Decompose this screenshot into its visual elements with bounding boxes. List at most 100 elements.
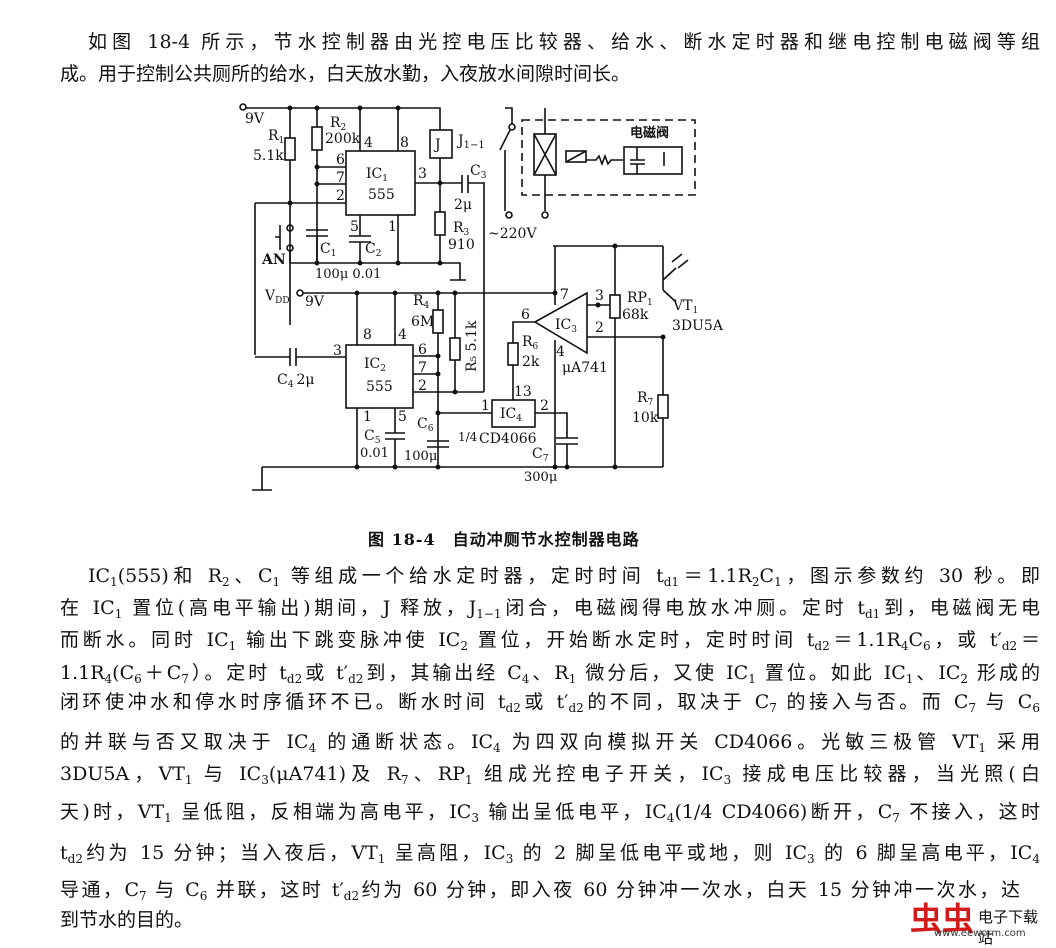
label-r7: R7 [637,390,654,408]
subscript: d2 [348,672,364,686]
label-ic1: IC1 [366,166,388,184]
label-c2: C2 [365,241,381,259]
subscript: 4 [900,639,909,653]
text-segment: 置位。如此 IC [755,662,906,684]
pin-label: 3 [595,288,604,304]
text-segment: C [759,565,775,587]
text-segment: 的通断状态。IC [316,731,493,753]
subscript: 1 [164,811,172,825]
text-line: td2约为 15 分钟；当入夜后，VT1 呈高阻，IC3 的 2 脚呈低电平或地… [60,841,1040,865]
pin-label: 2 [595,320,604,336]
label-valve: 电磁阀 [630,125,669,141]
pin-label: 3 [418,166,427,182]
subscript: 1−1 [476,607,502,621]
pin-label: 7 [560,287,569,303]
subscript: 6 [1032,701,1040,715]
subscript: d2 [1001,639,1018,653]
pin-label: 6 [521,307,530,323]
text-segment: 与 C [146,879,200,901]
text-segment: 不接入，这时 [899,801,1040,823]
pin-label: 5 [350,219,359,235]
label-vdd-val: 9V [305,294,325,310]
label-c7: C7 [532,446,549,464]
label-c6: C6 [417,416,434,434]
subscript: 2 [460,639,468,653]
text-line: 而断水。同时 IC1 输出下跳变脉冲使 IC2 置位，开始断水定时，定时时间 t… [60,628,1040,652]
label-c1-c2-val: 100μ 0.01 [315,267,381,282]
subscript: 7 [968,701,977,715]
text-segment: 置位，开始断水定时，定时时间 t [467,629,815,651]
text-segment: (C [112,662,135,684]
text-line: 成。用于控制公共厕所的给水，白天放水勤，入夜放水间隙时间长。 [60,62,630,86]
subscript: 3 [505,852,514,866]
subscript: 1 [228,639,237,653]
subscript: 7 [892,811,900,825]
pin-label: 6 [418,342,427,358]
text-segment: 等组成一个给水定时器，定时时间 t [280,565,664,587]
label-quarter: 1/4 [458,430,478,444]
text-segment: ，图示参数约 30 秒。即 [781,565,1041,587]
text-segment: 、IC [913,662,961,684]
watermark-bug-icon: 虫虫 [910,900,975,938]
label-r7-val: 10k [632,410,659,426]
subscript: 1 [748,672,756,686]
text-segment: 如图 18-4 所示，节水控制器由光控电压比较器、给水、断水定时器和继电控制电磁… [88,31,1040,53]
figure-caption: 图 18-4 自动冲厕节水控制器电路 [368,530,640,549]
label-rp1-val: 68k [622,307,649,323]
subscript: 1 [110,575,118,589]
valve-coil [533,133,557,176]
label-c1: C1 [320,241,336,259]
text-segment: 、R [529,662,569,684]
pin-label: 2 [418,378,427,394]
text-segment: 的 2 脚呈低电平或地，则 IC [513,842,808,864]
pin-label: 4 [364,135,373,151]
subscript: 7 [769,701,777,715]
text-segment: ＝1.1R [679,565,752,587]
subscript: 1 [568,672,577,686]
light-icon [671,253,689,269]
text-segment: 1.1R [60,662,105,684]
junctions [287,105,666,470]
subscript: d2 [568,701,584,715]
text-segment: 导通，C [60,879,139,901]
text-segment: 呈高阻，IC [385,842,506,864]
text-segment: 到，电磁阀无电 [880,597,1040,619]
subscript: 1 [774,575,782,589]
text-segment: 输出下跳变脉冲使 IC [236,629,461,651]
label-c6-val: 100μ [404,449,437,464]
pin-label: 8 [363,327,372,343]
text-line: 3DU5A，VT1 与 IC3(μA741)及 R7、RP1 组成光控电子开关，… [60,762,1040,786]
text-segment: ＋C [141,662,182,684]
subscript: 2 [222,575,230,589]
label-ic2-type: 555 [366,379,393,395]
text-segment: 约为 60 分钟，即入夜 60 分钟冲一次水，白天 15 分钟冲一次水，达 [359,879,1020,901]
label-r6-val: 2k [522,354,540,370]
text-segment: 与 IC [192,763,262,785]
label-c3-val: 2μ [454,197,472,213]
label-r5: R₅ 5.1k [464,320,480,372]
label-220v: ~220V [488,226,537,242]
label-r1-val: 5.1k [253,148,284,164]
label-c5-val: 0.01 [360,446,389,461]
text-line: 导通，C7 与 C6 并联，这时 t′d2约为 60 分钟，即入夜 60 分钟冲… [60,878,1020,902]
label-ic1-type: 555 [368,187,395,203]
pin-label: 1 [363,409,372,425]
text-segment: 到，其输出经 C [363,662,522,684]
ic2-section [252,289,663,491]
circuit-diagram: 9V R1 5.1k R2 200k 4 8 6 7 2 3 5 1 IC1 5… [239,103,724,491]
text-segment: 采用 [986,731,1040,753]
pin-label: 4 [398,327,407,343]
ic3-section [533,245,689,467]
pin-label: 1 [388,219,397,235]
label-cd4066: CD4066 [479,431,537,447]
r4-resistor [432,309,444,334]
subscript: 4 [493,741,501,755]
text-segment: 而断水。同时 IC [60,629,229,651]
subscript: 4 [666,811,675,825]
subscript: 7 [400,773,409,787]
pin-label: 6 [336,152,345,168]
label-r6: R6 [522,334,539,352]
pin-label: 8 [400,135,409,151]
text-segment: t [60,842,68,864]
